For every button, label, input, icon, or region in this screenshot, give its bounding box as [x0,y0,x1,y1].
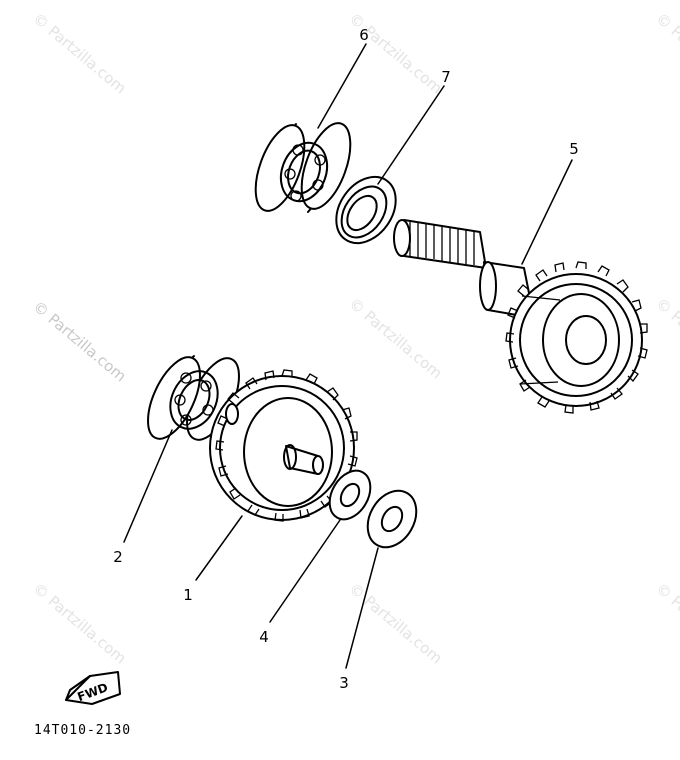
callout-5: 5 [569,140,579,158]
callout-4: 4 [259,628,269,646]
leader-line-2 [123,429,173,543]
watermark: © Partzilla.com [345,294,445,382]
leader-lines [123,43,573,669]
callout-1: 1 [183,586,193,604]
fwd-arrow: FWD [65,671,121,705]
callout-3: 3 [339,674,349,692]
oil-seal-part-7 [335,175,397,245]
gear-part-1 [209,369,358,522]
gear-teeth [505,261,648,414]
shaft-gear-part-5 [393,219,648,414]
bearing-part-6 [254,122,352,213]
leader-line-3 [345,547,379,669]
leader-line-5 [521,159,573,265]
bearing-part-2 [147,355,240,441]
callout-7: 7 [441,68,451,86]
watermark: © Partzilla.com [652,9,680,97]
callouts: 6 7 5 2 1 4 3 [113,26,579,692]
part-code: 14T010-2130 [34,723,131,738]
leader-line-4 [269,519,341,623]
watermark: © Partzilla.com [29,297,129,385]
leader-line-1 [195,515,243,581]
washer-part-4 [328,469,372,521]
callout-6: 6 [359,26,369,44]
leader-line-7 [377,85,445,185]
washer-part-3 [366,489,418,549]
watermark: © Partzilla.com [345,579,445,667]
watermark: © Partzilla.com [652,579,680,667]
watermark: © Partzilla.com [652,294,680,382]
watermark: © Partzilla.com [29,579,129,667]
callout-2: 2 [113,548,123,566]
watermark: © Partzilla.com [29,9,129,97]
leader-line-6 [317,43,367,129]
